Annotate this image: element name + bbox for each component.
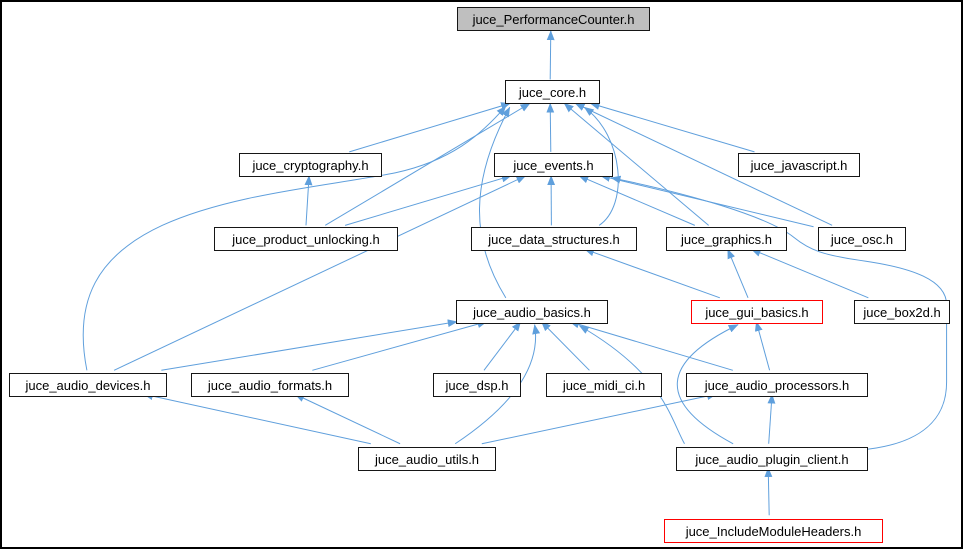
graph-node-label: juce_osc.h [830, 231, 894, 247]
graph-node-label: juce_cryptography.h [252, 157, 369, 173]
edge-aproc-to-gui [754, 321, 771, 371]
graph-node-label: juce_box2d.h [863, 304, 941, 320]
edge-ab-to-core [479, 106, 511, 299]
graph-node-label: juce_dsp.h [445, 377, 509, 393]
edge-adev-to-events [113, 175, 527, 371]
edge-prod-to-core [324, 102, 531, 226]
edge-midi-to-ab [541, 321, 590, 371]
graph-node-prod[interactable]: juce_product_unlocking.h [214, 227, 398, 251]
edge-adev-to-ab [161, 319, 458, 371]
graph-node-label: juce_audio_formats.h [207, 377, 333, 393]
edge-apc-to-gui [676, 324, 739, 445]
graph-node-dsp[interactable]: juce_dsp.h [433, 373, 521, 397]
graph-node-label: juce_core.h [518, 84, 587, 100]
edge-aproc-to-ab [569, 320, 733, 371]
edge-gfx-to-events [578, 175, 696, 226]
graph-node-aproc[interactable]: juce_audio_processors.h [686, 373, 868, 397]
edge-js-to-core [589, 102, 755, 153]
edge-prod-to-events [344, 174, 512, 226]
edge-imh-to-apc [764, 467, 773, 516]
graph-node-midi[interactable]: juce_midi_ci.h [546, 373, 662, 397]
graph-node-label: juce_audio_processors.h [704, 377, 850, 393]
graph-node-imh[interactable]: juce_IncludeModuleHeaders.h [664, 519, 883, 543]
edge-adev-to-core [82, 105, 507, 371]
graph-node-label: juce_PerformanceCounter.h [472, 11, 635, 27]
edge-gui-to-gfx [727, 248, 749, 299]
graph-node-label: juce_product_unlocking.h [232, 231, 380, 247]
graph-node-label: juce_midi_ci.h [562, 377, 646, 393]
edge-apc-to-events [610, 175, 948, 451]
graph-node-label: juce_audio_devices.h [25, 377, 151, 393]
edge-autil-to-afmt [294, 393, 401, 445]
graph-node-ab[interactable]: juce_audio_basics.h [456, 300, 608, 324]
graph-node-label: juce_graphics.h [680, 231, 773, 247]
edge-box2d-to-gfx [750, 248, 869, 299]
edge-autil-to-adev [142, 392, 371, 445]
graph-node-apc[interactable]: juce_audio_plugin_client.h [676, 447, 868, 471]
edge-data-to-core [583, 106, 619, 226]
graph-node-label: juce_events.h [513, 157, 594, 173]
graph-node-label: juce_javascript.h [750, 157, 848, 173]
graph-node-autil[interactable]: juce_audio_utils.h [358, 447, 496, 471]
edge-prod-to-crypt [304, 175, 313, 226]
graph-node-label: juce_IncludeModuleHeaders.h [685, 523, 862, 539]
edge-core-to-perf [546, 30, 555, 80]
graph-node-afmt[interactable]: juce_audio_formats.h [191, 373, 349, 397]
edge-gfx-to-core [563, 102, 709, 226]
graph-node-adev[interactable]: juce_audio_devices.h [9, 373, 167, 397]
graph-node-perf[interactable]: juce_PerformanceCounter.h [457, 7, 650, 31]
graph-node-crypt[interactable]: juce_cryptography.h [239, 153, 382, 177]
edge-gui-to-data [584, 248, 721, 299]
graph-node-label: juce_gui_basics.h [705, 304, 809, 320]
graph-node-gfx[interactable]: juce_graphics.h [666, 227, 787, 251]
edge-crypt-to-core [349, 102, 511, 153]
graph-node-js[interactable]: juce_javascript.h [738, 153, 860, 177]
edge-dsp-to-ab [483, 321, 522, 371]
graph-node-core[interactable]: juce_core.h [505, 80, 600, 104]
graph-node-osc[interactable]: juce_osc.h [818, 227, 906, 251]
edge-osc-to-core [574, 102, 833, 226]
graph-node-gui[interactable]: juce_gui_basics.h [691, 300, 823, 324]
graph-node-label: juce_audio_basics.h [473, 304, 591, 320]
graph-node-data[interactable]: juce_data_structures.h [471, 227, 637, 251]
graph-node-label: juce_audio_utils.h [374, 451, 480, 467]
graph-node-box2d[interactable]: juce_box2d.h [854, 300, 950, 324]
graph-node-label: juce_audio_plugin_client.h [695, 451, 849, 467]
graph-node-events[interactable]: juce_events.h [494, 153, 613, 177]
graph-node-label: juce_data_structures.h [488, 231, 620, 247]
edge-autil-to-aproc [481, 392, 717, 445]
edge-apc-to-aproc [767, 393, 776, 444]
edge-events-to-core [546, 102, 555, 152]
edge-afmt-to-ab [312, 320, 488, 371]
